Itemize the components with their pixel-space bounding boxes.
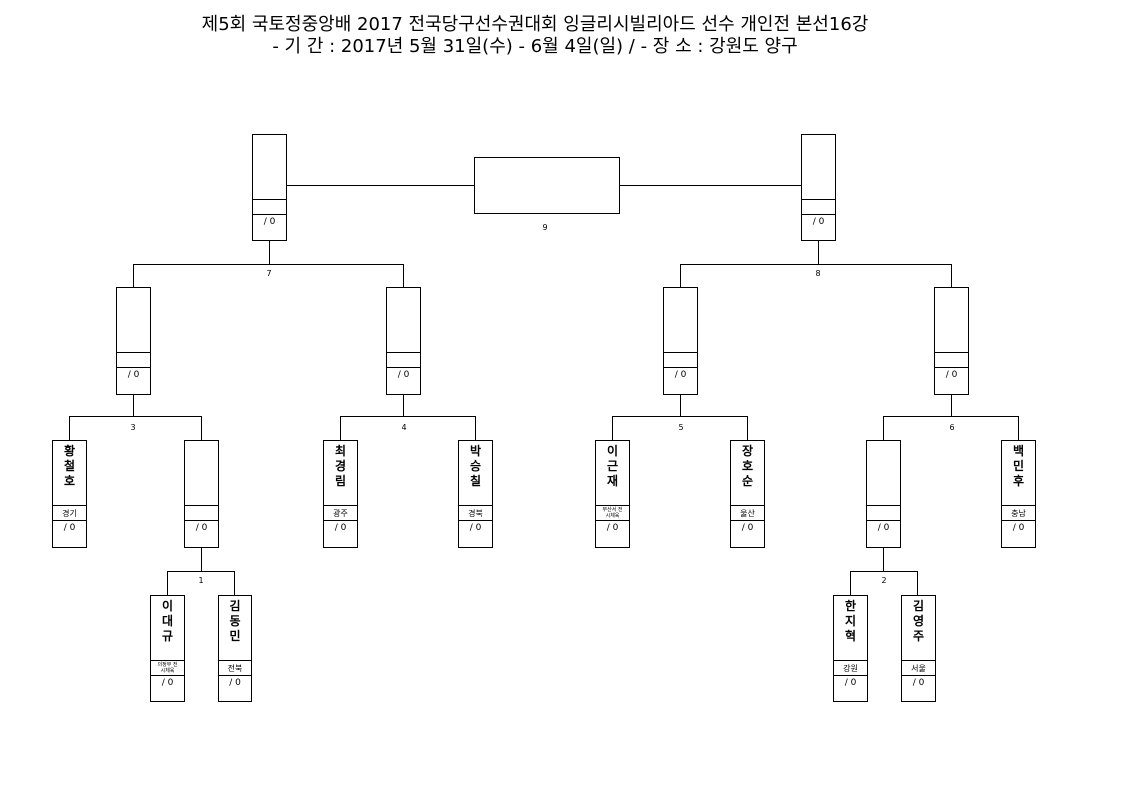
- player-score-p2: / 0: [195, 523, 208, 533]
- player-name-p4: 김동민: [229, 599, 241, 643]
- player-region-p12: 서울: [911, 664, 926, 673]
- player-score-p6: / 0: [469, 523, 482, 533]
- page-title: 제5회 국토정중앙배 2017 전국당구선수권대회 잉글리시빌리아드 선수 개인…: [201, 14, 869, 35]
- player-name-p12: 김영주: [912, 599, 925, 643]
- winner-score-7: / 0: [263, 217, 276, 227]
- player-score-p11: / 0: [844, 678, 857, 688]
- player-region-p11: 강원: [843, 664, 858, 673]
- final-box: [474, 157, 620, 214]
- player-box-p10: 백민후 충남 / 0: [1001, 440, 1036, 548]
- player-score-p5: / 0: [334, 523, 347, 533]
- player-box-p4: 김동민 전북 / 0: [218, 595, 252, 702]
- player-region-p10: 충남: [1011, 509, 1026, 518]
- player-score-p8: / 0: [741, 523, 754, 533]
- match-number-8: 8: [815, 269, 821, 278]
- player-box-p7: 이근재 부산서 전시체육 / 0: [595, 440, 630, 548]
- player-name-p5: 최경림: [334, 444, 347, 488]
- match-number-3: 3: [130, 423, 136, 432]
- player-region-p6: 경북: [468, 509, 483, 518]
- winner-box-7: / 0: [252, 134, 287, 241]
- player-box-p6: 박승칠 경북 / 0: [458, 440, 493, 548]
- match-number-4: 4: [401, 423, 407, 432]
- player-region-p8: 울산: [740, 509, 755, 518]
- player-name: 황철호: [53, 444, 86, 489]
- winner-box-8: / 0: [801, 134, 836, 241]
- winner-score-5: / 0: [674, 370, 687, 380]
- match-number-5: 5: [678, 423, 684, 432]
- player-name-p10: 백민후: [1012, 444, 1025, 488]
- winner-box-6: / 0: [934, 287, 969, 395]
- player-name-p8: 장호순: [741, 444, 754, 488]
- player-box-p8: 장호순 울산 / 0: [730, 440, 765, 548]
- player-name-p11: 한지혁: [844, 599, 857, 643]
- player-box-p1: 황철호 경기 / 0: [52, 440, 87, 548]
- winner-box-3: / 0: [116, 287, 151, 395]
- winner-score-6: / 0: [945, 370, 958, 380]
- match-number-9: 9: [542, 223, 548, 232]
- player-box-p5: 최경림 광주 / 0: [323, 440, 358, 548]
- player-name-p3: 이대규: [161, 599, 174, 643]
- match-number-6: 6: [949, 423, 955, 432]
- match-number-7: 7: [266, 269, 272, 278]
- page-subtitle: - 기 간 : 2017년 5월 31일(수) - 6월 4일(일) / - 장…: [272, 36, 798, 57]
- player-score-p12: / 0: [912, 678, 925, 688]
- player-region-p1: 경기: [62, 509, 77, 518]
- player-box-p11: 한지혁 강원 / 0: [833, 595, 868, 702]
- winner-score-3: / 0: [127, 370, 140, 380]
- player-region-p4: 전북: [227, 664, 243, 673]
- match-number-1: 1: [198, 576, 204, 585]
- winner-score-8: / 0: [812, 217, 825, 227]
- winner-score-4: / 0: [397, 370, 410, 380]
- winner-box-5: / 0: [663, 287, 698, 395]
- player-box-p9: / 0: [866, 440, 901, 548]
- player-box-p12: 김영주 서울 / 0: [901, 595, 936, 702]
- player-box-p2: / 0: [184, 440, 219, 548]
- player-name-p7: 이근재: [606, 444, 619, 488]
- player-region-p5: 광주: [333, 509, 348, 518]
- winner-box-4: / 0: [386, 287, 421, 395]
- player-score-p3: / 0: [161, 678, 174, 688]
- player-score-p1: / 0: [63, 523, 76, 533]
- player-score-p10: / 0: [1012, 523, 1025, 533]
- player-score-p9: / 0: [877, 523, 890, 533]
- match-number-2: 2: [881, 576, 887, 585]
- player-score-p7: / 0: [606, 523, 619, 533]
- player-name-p1: 황철호: [63, 444, 76, 488]
- player-name-p6: 박승칠: [469, 444, 482, 488]
- player-score-p4: / 0: [229, 678, 241, 688]
- player-box-p3: 이대규 의정부 전시체육 / 0: [150, 595, 185, 702]
- player-region-p3: 의정부 전시체육: [157, 662, 178, 674]
- player-region-p7: 부산서 전시체육: [602, 507, 623, 519]
